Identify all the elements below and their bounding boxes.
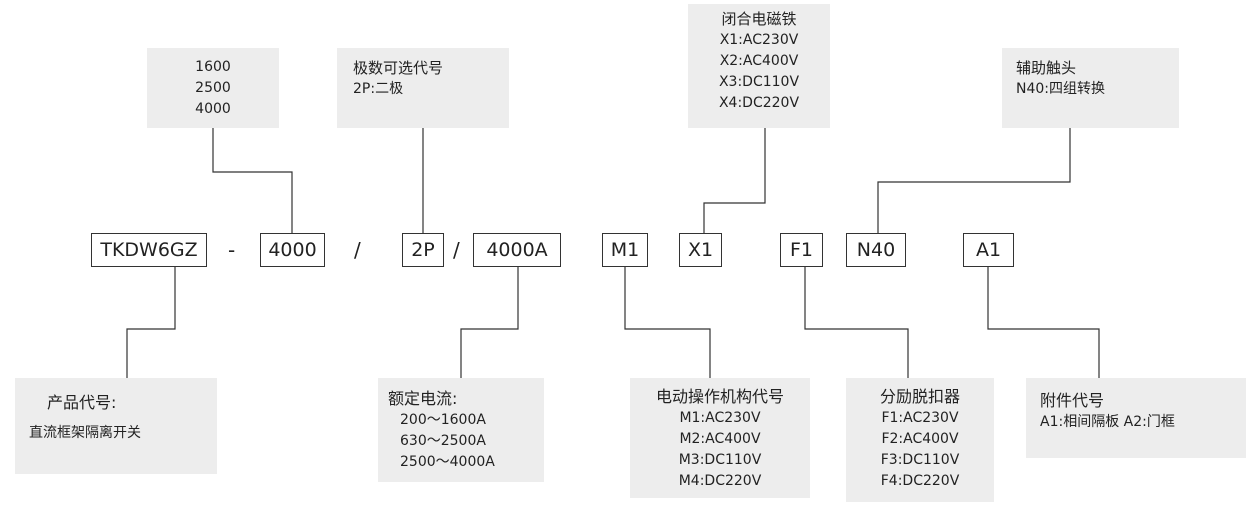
current-option: 630～2500A [400,433,486,449]
poles-options-box: 极数可选代号 2P:二极 [337,48,509,128]
closing-option: X3:DC110V [718,74,800,90]
code-shunt: F1 [780,233,823,267]
connector-current [460,267,519,378]
aux-box-title: 辅助触头 [1016,59,1077,77]
operation-box-title: 电动操作机构代号 [655,387,784,406]
operation-option: M2:AC400V [679,431,761,447]
shunt-option: F3:DC110V [880,452,960,468]
code-closing: X1 [679,233,722,267]
closing-option: X1:AC230V [719,32,799,48]
frame-option: 1600 [195,59,231,75]
accessory-code-box: 附件代号 A1:相间隔板 A2:门框 [1026,378,1246,458]
product-description: 直流框架隔离开关 [29,425,141,441]
closing-coil-box: 闭合电磁铁 X1:AC230V X2:AC400V X3:DC110V X4:D… [688,4,830,128]
operation-mechanism-box: 电动操作机构代号 M1:AC230V M2:AC400V M3:DC110V M… [630,378,810,498]
code-poles: 2P [402,233,444,267]
connector-shunt [804,267,909,378]
connector-accessory [987,267,1100,378]
shunt-option: F2:AC400V [881,431,959,447]
accessory-box-title: 附件代号 [1040,391,1105,410]
code-current: 4000A [473,233,561,267]
separator-dash: - [228,238,236,262]
separator-slash: / [453,238,460,262]
separator-slash: / [354,238,361,262]
frame-option: 4000 [195,101,231,117]
shunt-option: F1:AC230V [881,410,959,426]
frame-options-box: 1600 2500 4000 [147,48,279,128]
shunt-option: F4:DC220V [880,473,960,489]
current-box-title: 额定电流: [388,389,458,408]
operation-option: M3:DC110V [678,452,762,468]
code-frame: 4000 [260,233,325,267]
aux-option: N40:四组转换 [1016,81,1106,97]
connector-operation [624,267,711,378]
product-box-title: 产品代号: [47,393,117,412]
operation-option: M4:DC220V [678,473,762,489]
product-code-box: 产品代号: 直流框架隔离开关 [15,378,217,474]
accessory-option: A1:相间隔板 A2:门框 [1040,414,1175,430]
operation-option: M1:AC230V [679,410,761,426]
code-model: TKDW6GZ [91,233,207,267]
connector-product [126,267,176,378]
connector-aux [877,128,1071,233]
poles-box-title: 极数可选代号 [353,59,444,77]
current-option: 2500～4000A [400,454,495,470]
closing-box-title: 闭合电磁铁 [721,10,797,28]
rated-current-box: 额定电流: 200～1600A 630～2500A 2500～4000A [378,378,544,482]
connector-closing [703,128,766,233]
shunt-box-title: 分励脱扣器 [879,387,960,406]
current-option: 200～1600A [400,412,486,428]
closing-option: X2:AC400V [719,53,799,69]
poles-option: 2P:二极 [353,81,404,97]
closing-option: X4:DC220V [718,95,800,111]
aux-contact-box: 辅助触头 N40:四组转换 [1002,48,1179,128]
shunt-release-box: 分励脱扣器 F1:AC230V F2:AC400V F3:DC110V F4:D… [846,378,994,502]
code-aux: N40 [846,233,906,267]
code-operation: M1 [602,233,648,267]
connector-frame [212,128,293,233]
code-accessory: A1 [963,233,1014,267]
frame-option: 2500 [195,80,231,96]
